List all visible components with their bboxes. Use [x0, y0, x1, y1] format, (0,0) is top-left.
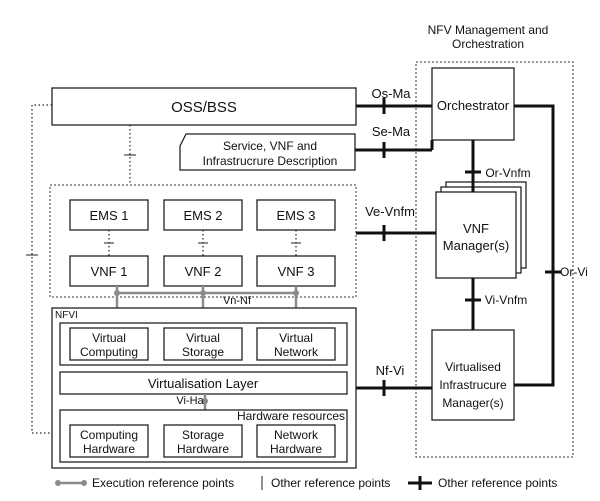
- os-ma-label: Os-Ma: [372, 86, 412, 101]
- oss-bss-box: [51, 87, 357, 126]
- service-desc-line1: Service, VNF and: [223, 139, 317, 153]
- service-description-box: [179, 133, 356, 171]
- ems-3-label: EMS 3: [276, 208, 315, 223]
- virtualisation-layer-label: Virtualisation Layer: [148, 376, 259, 391]
- oss-bss-label: OSS/BSS: [171, 99, 237, 116]
- computing-hardware-box: [69, 424, 149, 458]
- nf-vi-label: Nf-Vi: [376, 363, 405, 378]
- vnf-3-box: [256, 255, 336, 287]
- vnf-1-label: VNF 1: [91, 264, 128, 279]
- vi-ha-dot: [202, 398, 208, 404]
- vim-line2: Infrastrucure: [439, 378, 507, 392]
- vnf-3-label: VNF 3: [278, 264, 315, 279]
- legend-execution-label: Execution reference points: [92, 476, 234, 490]
- vi-vnfm-label: Vi-Vnfm: [485, 293, 527, 307]
- storage-hw-line1: Storage: [182, 428, 224, 442]
- network-hw-line1: Network: [274, 428, 319, 442]
- mano-title-line1: NFV Management and: [428, 23, 549, 37]
- legend-execution-dot-right: [81, 480, 87, 486]
- virtual-network-line2: Network: [274, 345, 319, 359]
- computing-hw-line1: Computing: [80, 428, 138, 442]
- or-vnfm-label: Or-Vnfm: [485, 166, 530, 180]
- virtual-computing-line1: Virtual: [92, 331, 126, 345]
- network-hardware-box: [256, 424, 336, 458]
- vn-nf-dot-3: [293, 290, 299, 296]
- vnf-region: [49, 184, 357, 298]
- ve-vnfm-label: Ve-Vnfm: [365, 204, 415, 219]
- network-hw-line2: Hardware: [270, 442, 322, 456]
- ems-2-label: EMS 2: [183, 208, 222, 223]
- vim-line1: Virtualised: [445, 360, 501, 374]
- virtual-network-box: [256, 327, 336, 361]
- or-vi-link: [514, 104, 555, 387]
- orchestrator-box: [431, 67, 515, 141]
- vnf-2-box: [163, 255, 243, 287]
- orchestrator-label: Orchestrator: [437, 98, 510, 113]
- nfvi-label: NFVI: [55, 310, 78, 321]
- vnf-manager-line2: Manager(s): [443, 238, 509, 253]
- legend-other-label-2: Other reference points: [438, 476, 557, 490]
- vnf-manager-box: [435, 191, 517, 279]
- legend-other-label-1: Other reference points: [271, 476, 390, 490]
- virtual-storage-line1: Virtual: [186, 331, 220, 345]
- service-desc-line2: Infrastrucrure Description: [203, 154, 338, 168]
- oss-to-hardware-dotted-link: [31, 104, 60, 434]
- ems-2-box: [163, 199, 243, 231]
- vi-ha-label: Vi-Ha: [176, 395, 204, 407]
- vn-nf-dot-2: [200, 290, 206, 296]
- vim-box: [431, 329, 515, 421]
- mano-title-line2: Orchestration: [452, 37, 524, 51]
- storage-hw-line2: Hardware: [177, 442, 229, 456]
- virtualisation-layer-box: [59, 371, 348, 395]
- virtual-storage-box: [163, 327, 243, 361]
- se-ma-label: Se-Ma: [372, 124, 411, 139]
- virtual-computing-line2: Computing: [80, 345, 138, 359]
- computing-hw-line2: Hardware: [83, 442, 135, 456]
- ems-1-label: EMS 1: [89, 208, 128, 223]
- vnf-manager-line1: VNF: [463, 221, 489, 236]
- vn-nf-label: Vn-Nf: [223, 295, 252, 307]
- vn-nf-dot-1: [114, 290, 120, 296]
- hardware-resources-label: Hardware resources: [237, 409, 345, 423]
- or-vi-label: Or-Vi: [560, 265, 588, 279]
- vnf-2-label: VNF 2: [185, 264, 222, 279]
- storage-hardware-box: [163, 424, 243, 458]
- virtual-computing-box: [69, 327, 149, 361]
- vnf-1-box: [69, 255, 149, 287]
- ems-1-box: [69, 199, 149, 231]
- virtual-storage-line2: Storage: [182, 345, 224, 359]
- legend-execution-dot-left: [55, 480, 61, 486]
- virtual-network-line1: Virtual: [279, 331, 313, 345]
- vim-line3: Manager(s): [442, 396, 503, 410]
